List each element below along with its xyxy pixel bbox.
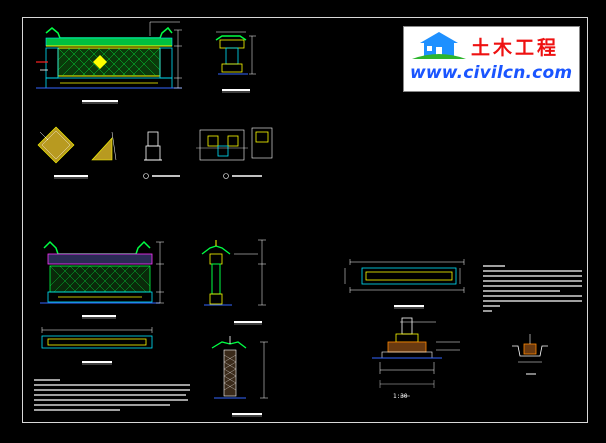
- foundation-plan: [344, 259, 465, 309]
- fence-front-elevation: [36, 21, 182, 104]
- fence-plan-strip: [41, 327, 153, 365]
- drawing-frame: [22, 17, 588, 423]
- lattice-detail-diamond: [37, 126, 88, 179]
- ornamental-post-detail: [211, 336, 268, 417]
- trench-detail: [512, 334, 548, 375]
- joint-detail-plan: [196, 127, 273, 179]
- fence-side-section: [215, 31, 256, 93]
- notes-block: [34, 379, 190, 411]
- house-icon: [412, 32, 466, 59]
- logo-chinese-text: 土木工程: [471, 37, 560, 59]
- post-detail-small: [143, 131, 180, 179]
- post-elevation: [201, 239, 266, 325]
- fence-elevation-2: [40, 240, 164, 319]
- lattice-detail-triangle: [91, 131, 117, 161]
- scale-note: 1:30: [393, 393, 408, 400]
- civilcn-logo[interactable]: 土木工程 www.civilcn.com: [403, 26, 580, 92]
- right-notes-block: [483, 265, 582, 312]
- foundation-section: [372, 317, 460, 397]
- logo-url-text: www.civilcn.com: [410, 63, 573, 83]
